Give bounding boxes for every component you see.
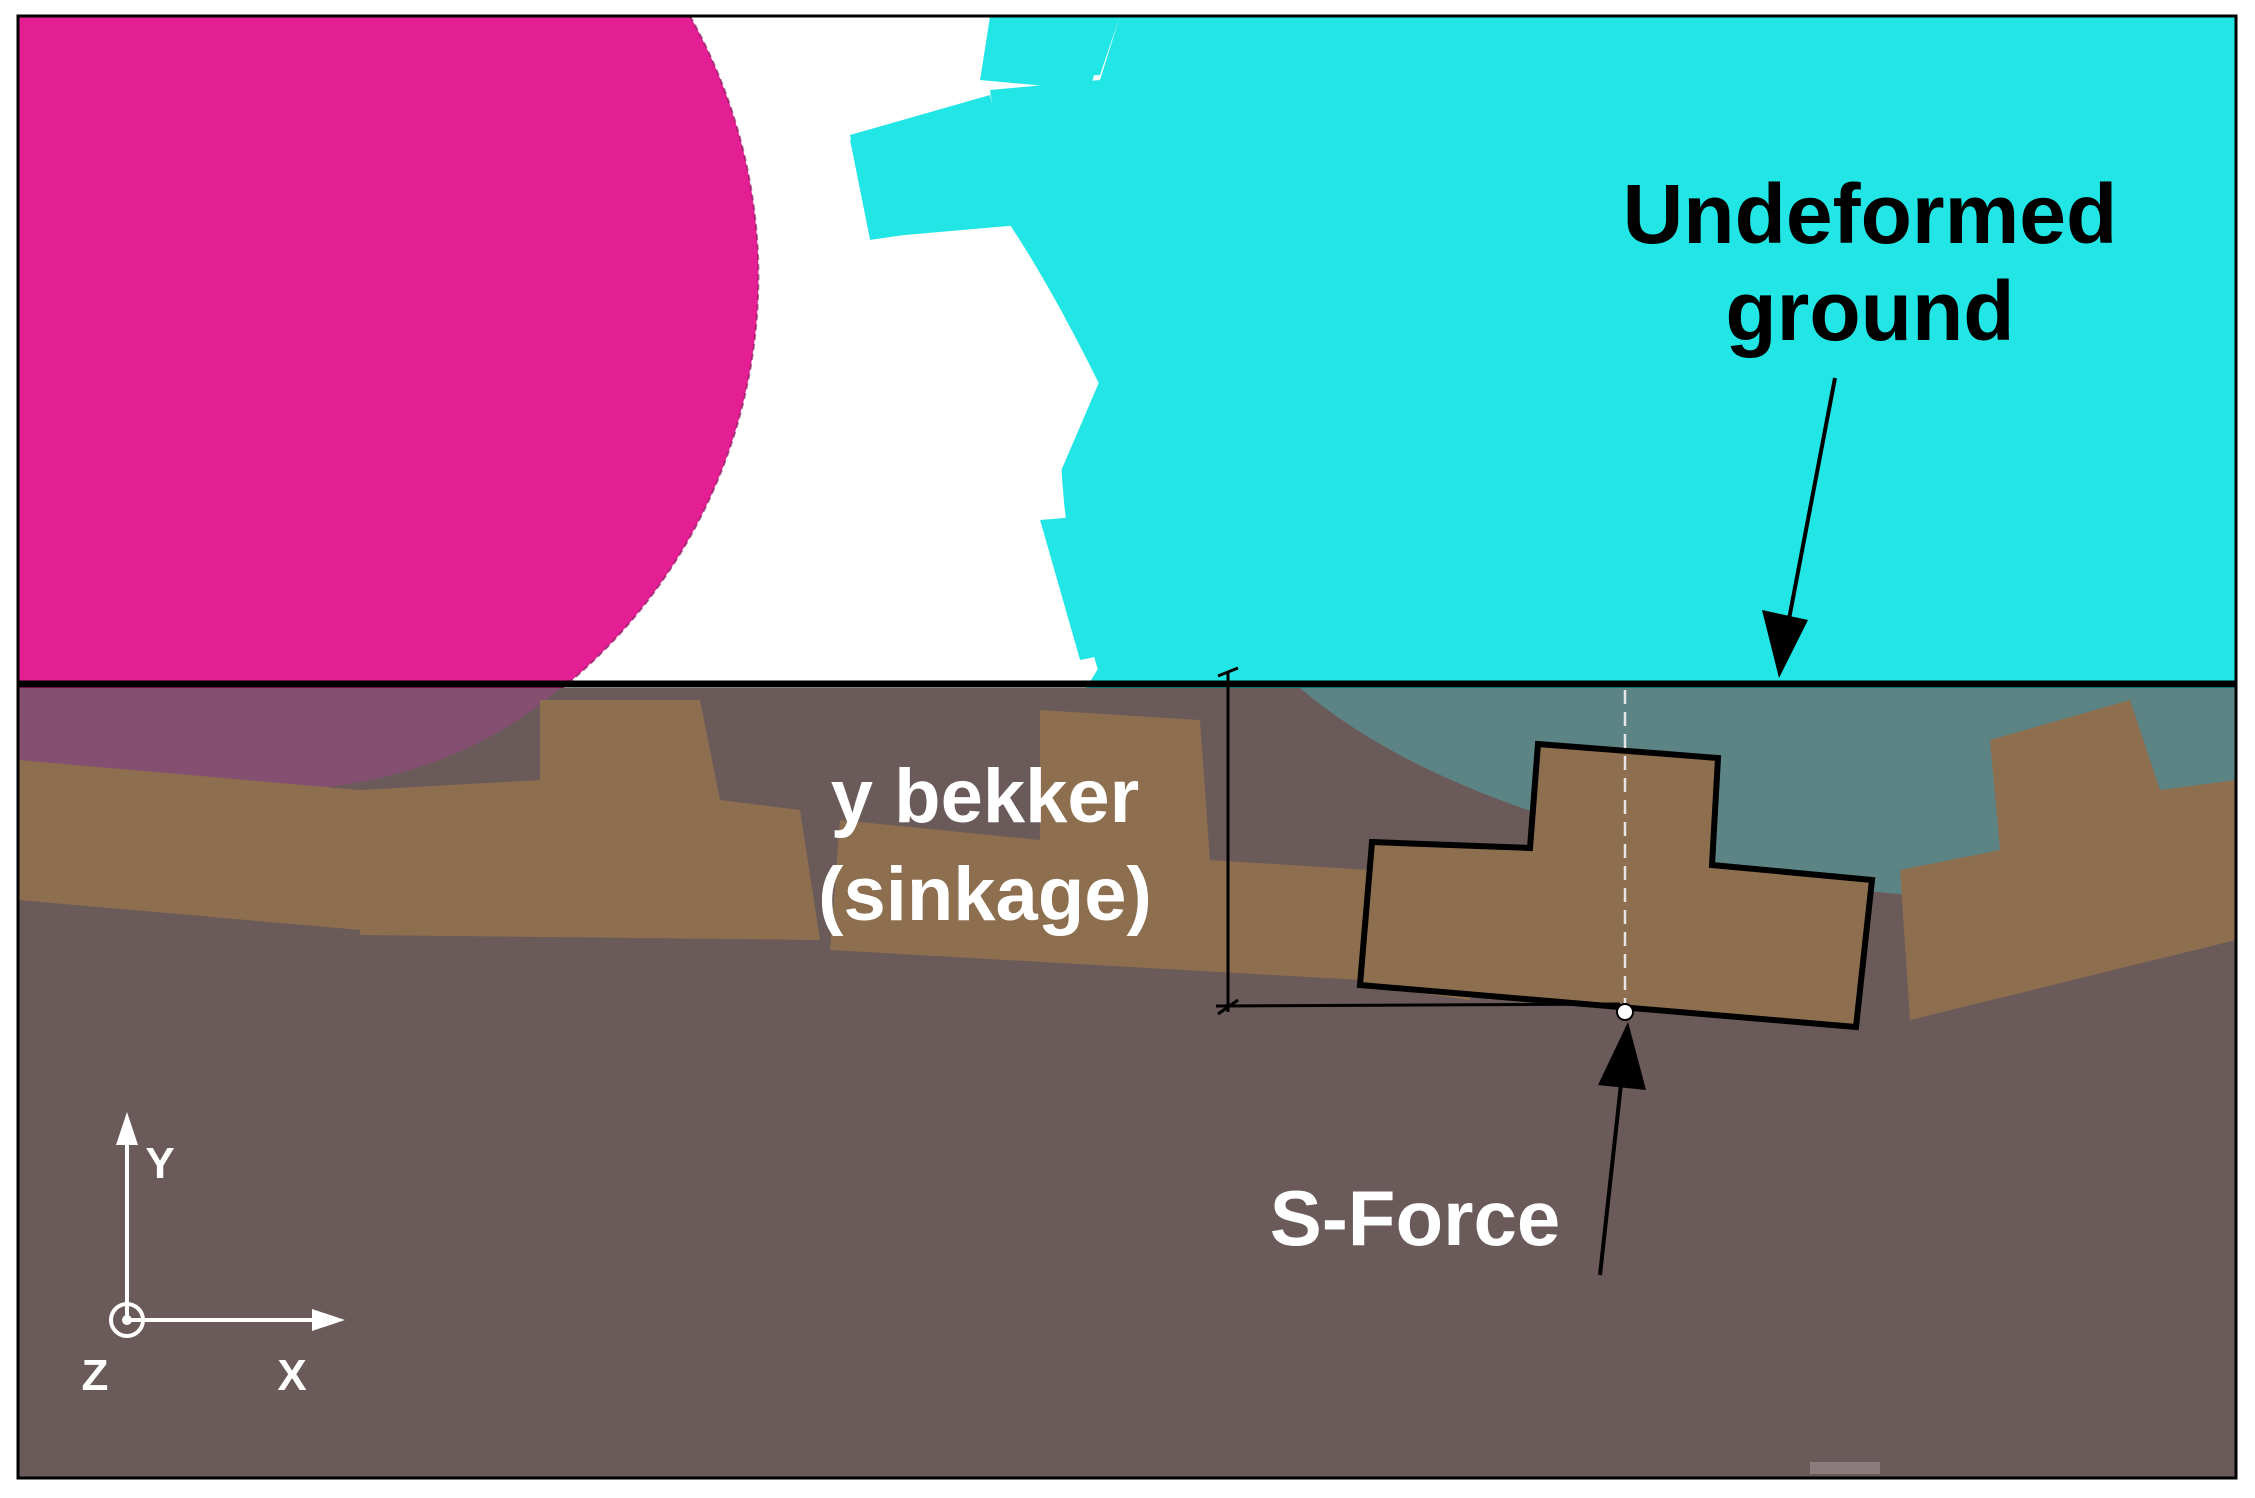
s-force-point xyxy=(1616,1003,1634,1021)
y-bekker-label-line2: (sinkage) xyxy=(818,852,1152,937)
sprocket-body-edge xyxy=(990,16,2236,690)
y-axis-arrow-head xyxy=(116,1112,138,1145)
x-axis-arrow-head xyxy=(312,1309,345,1331)
s-force-label: S-Force xyxy=(1270,1174,1560,1262)
undeformed-ground-label-line1: Undeformed xyxy=(1623,167,2118,261)
sinkage-tick-top xyxy=(1217,666,1239,678)
sinkage-dimension-baseline xyxy=(1215,1002,1621,1008)
sinkage-tick-bottom xyxy=(1217,998,1239,1016)
magenta-wheel-outline xyxy=(559,16,760,691)
z-axis-circle xyxy=(109,1302,145,1338)
s-force-arrow-head xyxy=(1598,1022,1646,1090)
s-force-arrow-shaft xyxy=(1598,1074,1624,1276)
coordinate-axes xyxy=(109,1132,325,1338)
figure-frame xyxy=(16,14,2238,1480)
track-shoe-highlighted xyxy=(1356,740,1876,1031)
scale-mark xyxy=(1810,1462,1880,1474)
y-axis-label: Y xyxy=(145,1139,174,1188)
undeformed-ground-label-line2: ground xyxy=(1725,264,2014,358)
y-bekker-label-line1: y bekker xyxy=(831,754,1139,839)
z-axis-label: Z xyxy=(82,1351,109,1400)
sprocket-tooth-left xyxy=(850,95,1020,238)
z-axis-dot xyxy=(122,1315,132,1325)
ground-arrow-shaft xyxy=(1783,377,1837,641)
ground-arrow-head xyxy=(1762,610,1808,678)
magenta-wheel-front xyxy=(18,16,759,690)
magenta-wheel-submerged xyxy=(18,688,560,790)
sprocket-tooth-top xyxy=(990,16,1120,80)
x-axis-label: X xyxy=(277,1351,306,1400)
